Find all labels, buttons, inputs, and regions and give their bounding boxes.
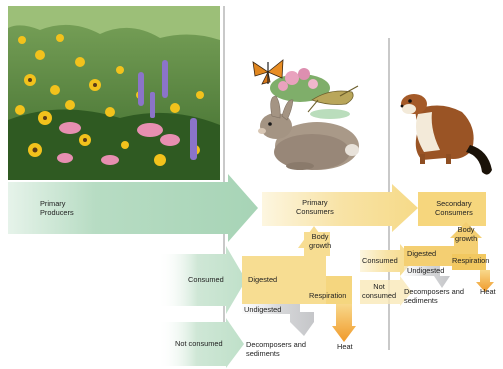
rabbit-butterfly-grasshopper-image: [253, 60, 359, 170]
digested-label-1: Digested: [248, 276, 277, 285]
not-consumed-label-2: Not consumed: [362, 283, 396, 300]
primary-producers-label: Primary Producers: [40, 200, 74, 217]
rabbit-illustration: [258, 96, 359, 170]
wildflower-meadow-image: [8, 6, 220, 180]
heat-label-2: Heat: [480, 288, 496, 297]
body-growth-label-2: Body growth: [455, 226, 477, 243]
weasel-image: [401, 94, 492, 175]
heat-label-1: Heat: [337, 343, 353, 352]
secondary-consumers-label: Secondary Consumers: [435, 200, 473, 217]
consumed-label-1: Consumed: [188, 276, 224, 285]
primary-consumers-label: Primary Consumers: [296, 199, 334, 216]
consumed-label-2: Consumed: [362, 257, 398, 266]
decomposers-label-2: Decomposers and sediments: [404, 288, 464, 305]
respiration-label-2: Respiration: [452, 257, 489, 266]
respiration-label-1: Respiration: [309, 292, 346, 301]
undigested-label-1: Undigested: [244, 306, 281, 315]
digested-label-2: Digested: [407, 250, 436, 259]
decomposers-label-1: Decomposers and sediments: [246, 341, 306, 358]
not-consumed-label-1: Not consumed: [175, 340, 223, 349]
undigested-label-2: Undigested: [407, 267, 444, 276]
primary-consumers-arrow: [262, 184, 418, 232]
body-growth-label-1: Body growth: [309, 233, 331, 250]
